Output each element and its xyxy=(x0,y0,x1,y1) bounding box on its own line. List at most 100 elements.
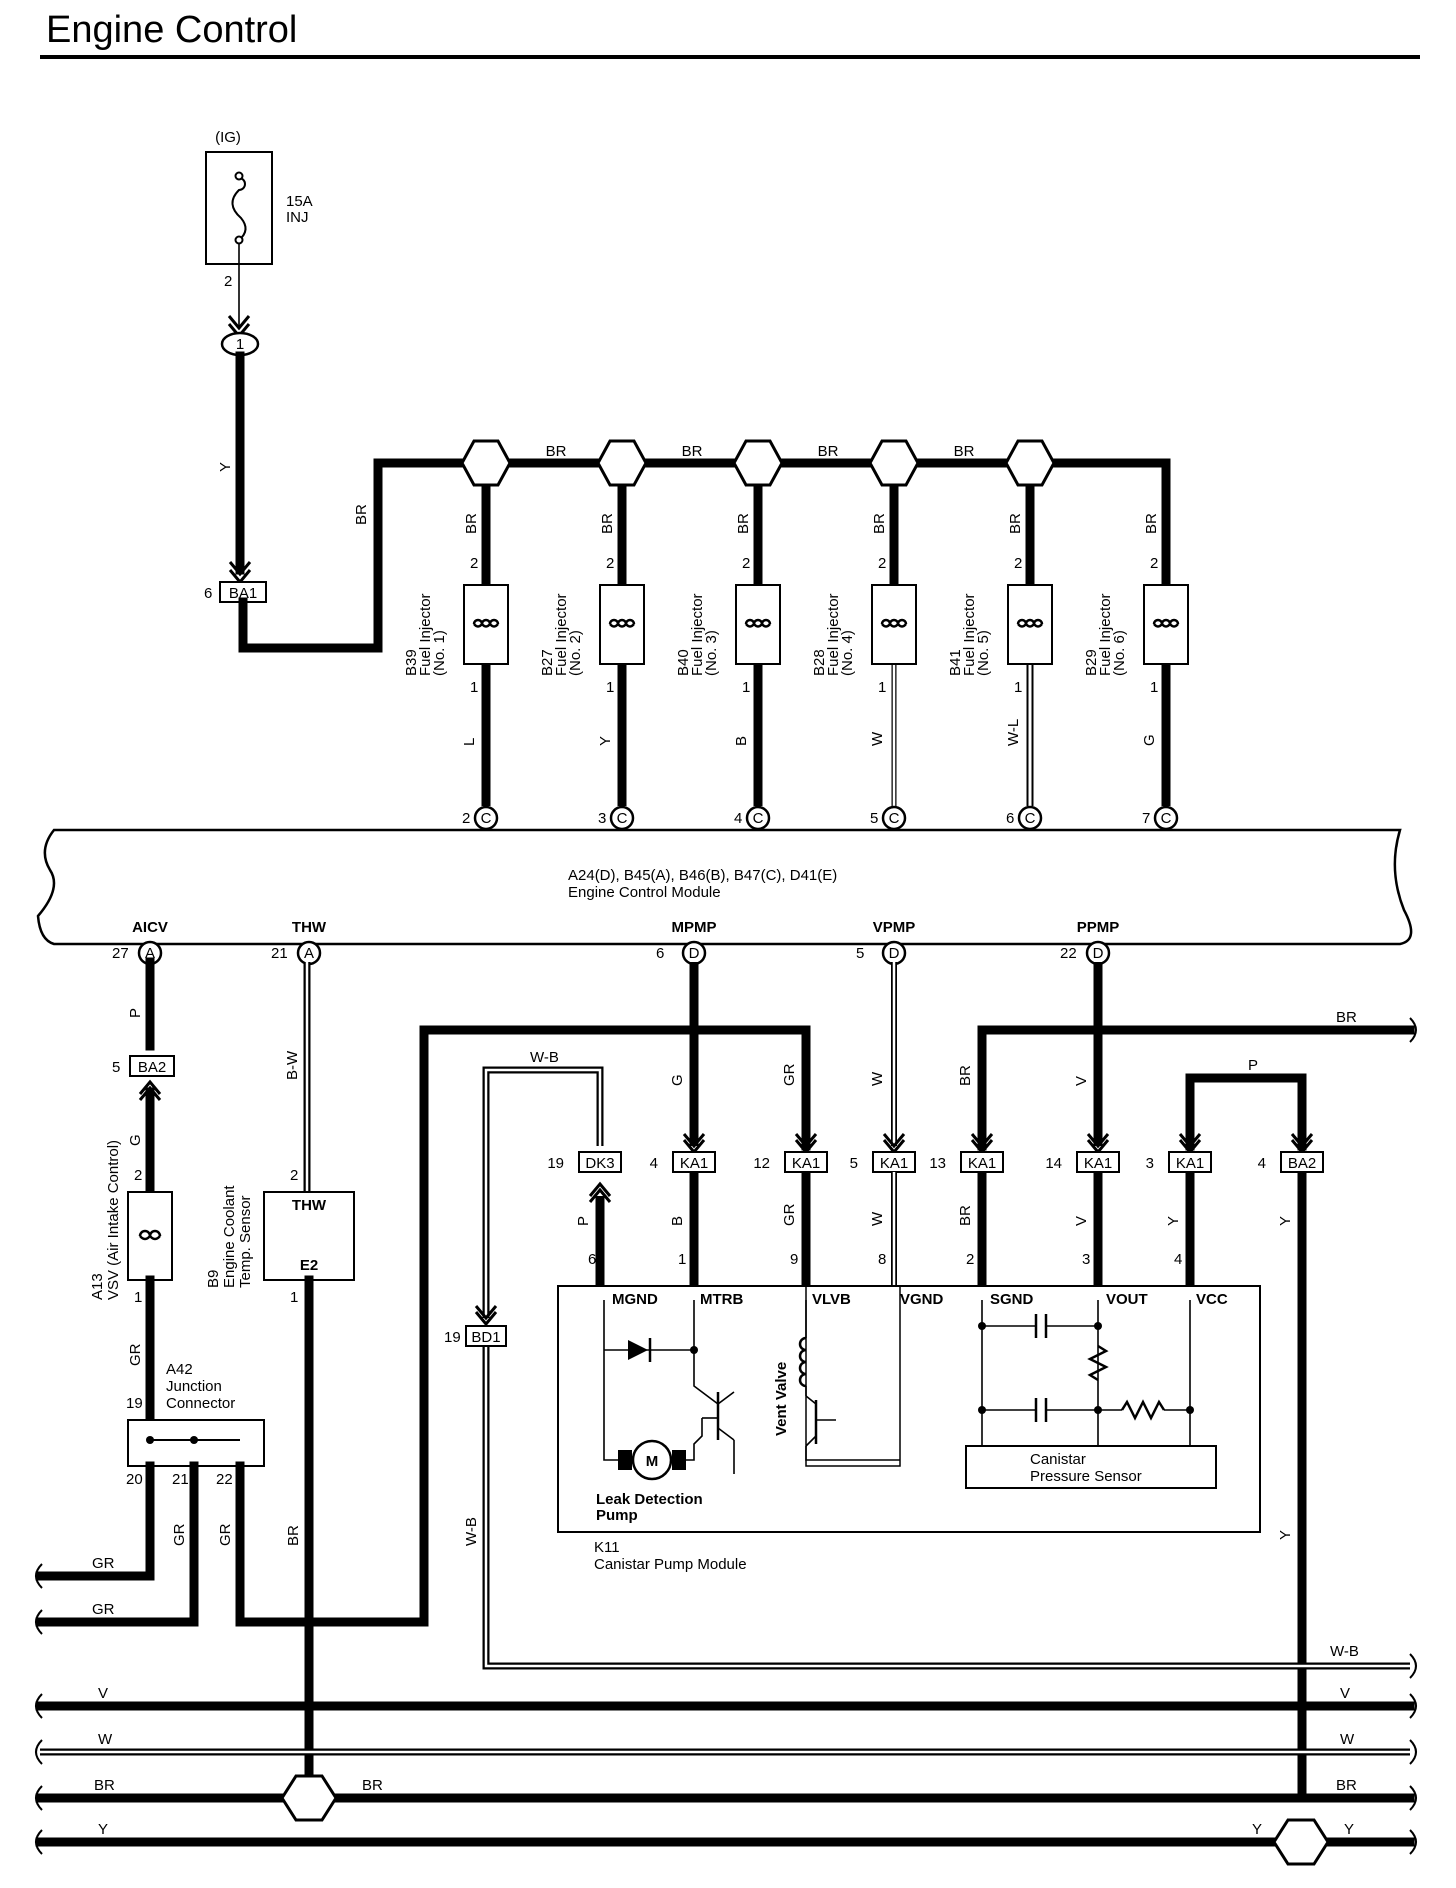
canister-term-vout: VOUT xyxy=(1106,1291,1148,1308)
injector-wire-bot: W-L xyxy=(1005,719,1022,746)
wire-y-right-label: Y xyxy=(1277,1530,1294,1540)
sensor-label-1: Canistar xyxy=(1030,1451,1086,1468)
connector-wire-bot: BR xyxy=(957,1205,974,1226)
injector-pin-bot: 1 xyxy=(1014,679,1022,696)
junction-pin-22: 22 xyxy=(216,1471,233,1488)
motor-icon xyxy=(631,1439,673,1481)
vsv-wire-mid: G xyxy=(127,1134,144,1146)
fuse-rating: 15A xyxy=(286,193,313,210)
left-exit-1: GR xyxy=(92,1555,115,1572)
injector-id: B41 xyxy=(947,649,964,676)
connector-wire-top: V xyxy=(1073,1076,1090,1086)
thw-name1: Engine Coolant xyxy=(221,1185,238,1288)
canister-name: Canistar Pump Module xyxy=(594,1556,747,1573)
vsv-pin-top: 2 xyxy=(134,1167,142,1184)
canister-connectors: DK319PKA14GBKA112GRGRKA15WWKA113BRBRKA11… xyxy=(547,962,1324,1540)
injector-wire-top: BR xyxy=(463,513,480,534)
splice-y-bottom xyxy=(1272,1818,1330,1866)
injector-id: B39 xyxy=(403,649,420,676)
bus-br-left: BR xyxy=(94,1777,115,1794)
connector-name: BA2 xyxy=(1288,1155,1316,1172)
connector-wire-top: BR xyxy=(957,1065,974,1086)
junction-wire-22: GR xyxy=(217,1523,234,1546)
ba2-left-pin: 5 xyxy=(112,1059,120,1076)
connector-name: KA1 xyxy=(680,1155,708,1172)
wire-p-right: P xyxy=(1248,1057,1258,1074)
junction-pin-in: 19 xyxy=(126,1395,143,1412)
bus-y-mid: Y xyxy=(1252,1821,1262,1838)
ecm-terminal-name: AICV xyxy=(132,919,168,936)
wire-p-vcc-ba2 xyxy=(1185,1073,1307,1151)
wire-br-label: BR xyxy=(353,504,370,525)
connector-ba2-left: BA2 5 xyxy=(112,1055,175,1077)
connector-pin: 3 xyxy=(1146,1155,1154,1172)
injector-wire-top: BR xyxy=(1007,513,1024,534)
vsv-name: VSV (Air Intake Control) xyxy=(105,1140,122,1300)
injector-ecm-pin: 2 xyxy=(462,810,470,827)
fuse-pin: 2 xyxy=(224,273,232,290)
injector-ecm-pin: 5 xyxy=(870,810,878,827)
injector-id: B29 xyxy=(1083,649,1100,676)
junction-id: A42 xyxy=(166,1361,193,1378)
motor-label: M xyxy=(646,1453,659,1470)
bottom-bus-v: V V xyxy=(35,1685,1415,1711)
ecm-terminal-pin: 6 xyxy=(656,945,664,962)
connector-ba1: BA1 6 xyxy=(204,581,267,603)
connector-bd1: BD1 19 xyxy=(444,1325,507,1347)
ecm-terminal-conn: A xyxy=(304,945,314,962)
splice-br-3 xyxy=(732,439,784,487)
engine-coolant-temp-sensor: THW E2 B9 Engine Coolant Temp. Sensor xyxy=(205,1185,355,1288)
connector-name: KA1 xyxy=(1084,1155,1112,1172)
connector-pin: 12 xyxy=(753,1155,770,1172)
ecm-terminal-name: THW xyxy=(292,919,327,936)
bus-label-3: BR xyxy=(818,443,839,460)
injector-pin-bot: 1 xyxy=(742,679,750,696)
connector-wire-bot: GR xyxy=(781,1203,798,1226)
injector-num: (No. 5) xyxy=(975,630,992,676)
injector-num: (No. 1) xyxy=(431,630,448,676)
ecm-terminal-name: MPMP xyxy=(672,919,717,936)
ba1-name: BA1 xyxy=(229,585,257,602)
injector-name: Fuel Injector xyxy=(961,593,978,676)
canister-term-sgnd: SGND xyxy=(990,1291,1034,1308)
injector-wire-bot: B xyxy=(733,736,750,746)
connector-pin: 13 xyxy=(929,1155,946,1172)
injector-wire-top: BR xyxy=(735,513,752,534)
thw-wire-bot: BR xyxy=(285,1525,302,1546)
injector-ecm-conn: C xyxy=(617,810,628,827)
ecm-terminal-conn: A xyxy=(145,945,155,962)
ba1-pin: 6 xyxy=(204,585,212,602)
wb-top-label: W-B xyxy=(530,1049,559,1066)
ecm-line1: A24(D), B45(A), B46(B), B47(C), D41(E) xyxy=(568,867,837,884)
fuse-name: INJ xyxy=(286,209,309,226)
wire-br-right xyxy=(977,1025,1415,1151)
connector-wire-top: G xyxy=(669,1074,686,1086)
page-title: Engine Control xyxy=(46,9,297,51)
fuse-inj: (IG) 15A INJ 2 xyxy=(205,129,313,339)
injector-ecm-conn: C xyxy=(1025,810,1036,827)
injector-pin-top: 2 xyxy=(606,555,614,572)
vsv-pin-bot: 1 xyxy=(134,1289,142,1306)
connector-name: KA1 xyxy=(1176,1155,1204,1172)
pump-label-1: Leak Detection xyxy=(596,1491,703,1508)
injector-pin-top: 2 xyxy=(742,555,750,572)
bd1-pin: 19 xyxy=(444,1329,461,1346)
canister-term-pin: 1 xyxy=(678,1251,686,1268)
junction-pin-20: 20 xyxy=(126,1471,143,1488)
injector-ecm-pin: 7 xyxy=(1142,810,1150,827)
ecm-terminal-conn: D xyxy=(1093,945,1104,962)
ecm-terminal-name: VPMP xyxy=(873,919,916,936)
canister-term-pin: 2 xyxy=(966,1251,974,1268)
bus-br-mid: BR xyxy=(362,1777,383,1794)
canister-term-pin: 4 xyxy=(1174,1251,1182,1268)
canister-term-vlvb: VLVB xyxy=(812,1291,851,1308)
ecm-terminal-conn: D xyxy=(689,945,700,962)
vsv-air-intake: A13 VSV (Air Intake Control) xyxy=(89,1140,173,1300)
